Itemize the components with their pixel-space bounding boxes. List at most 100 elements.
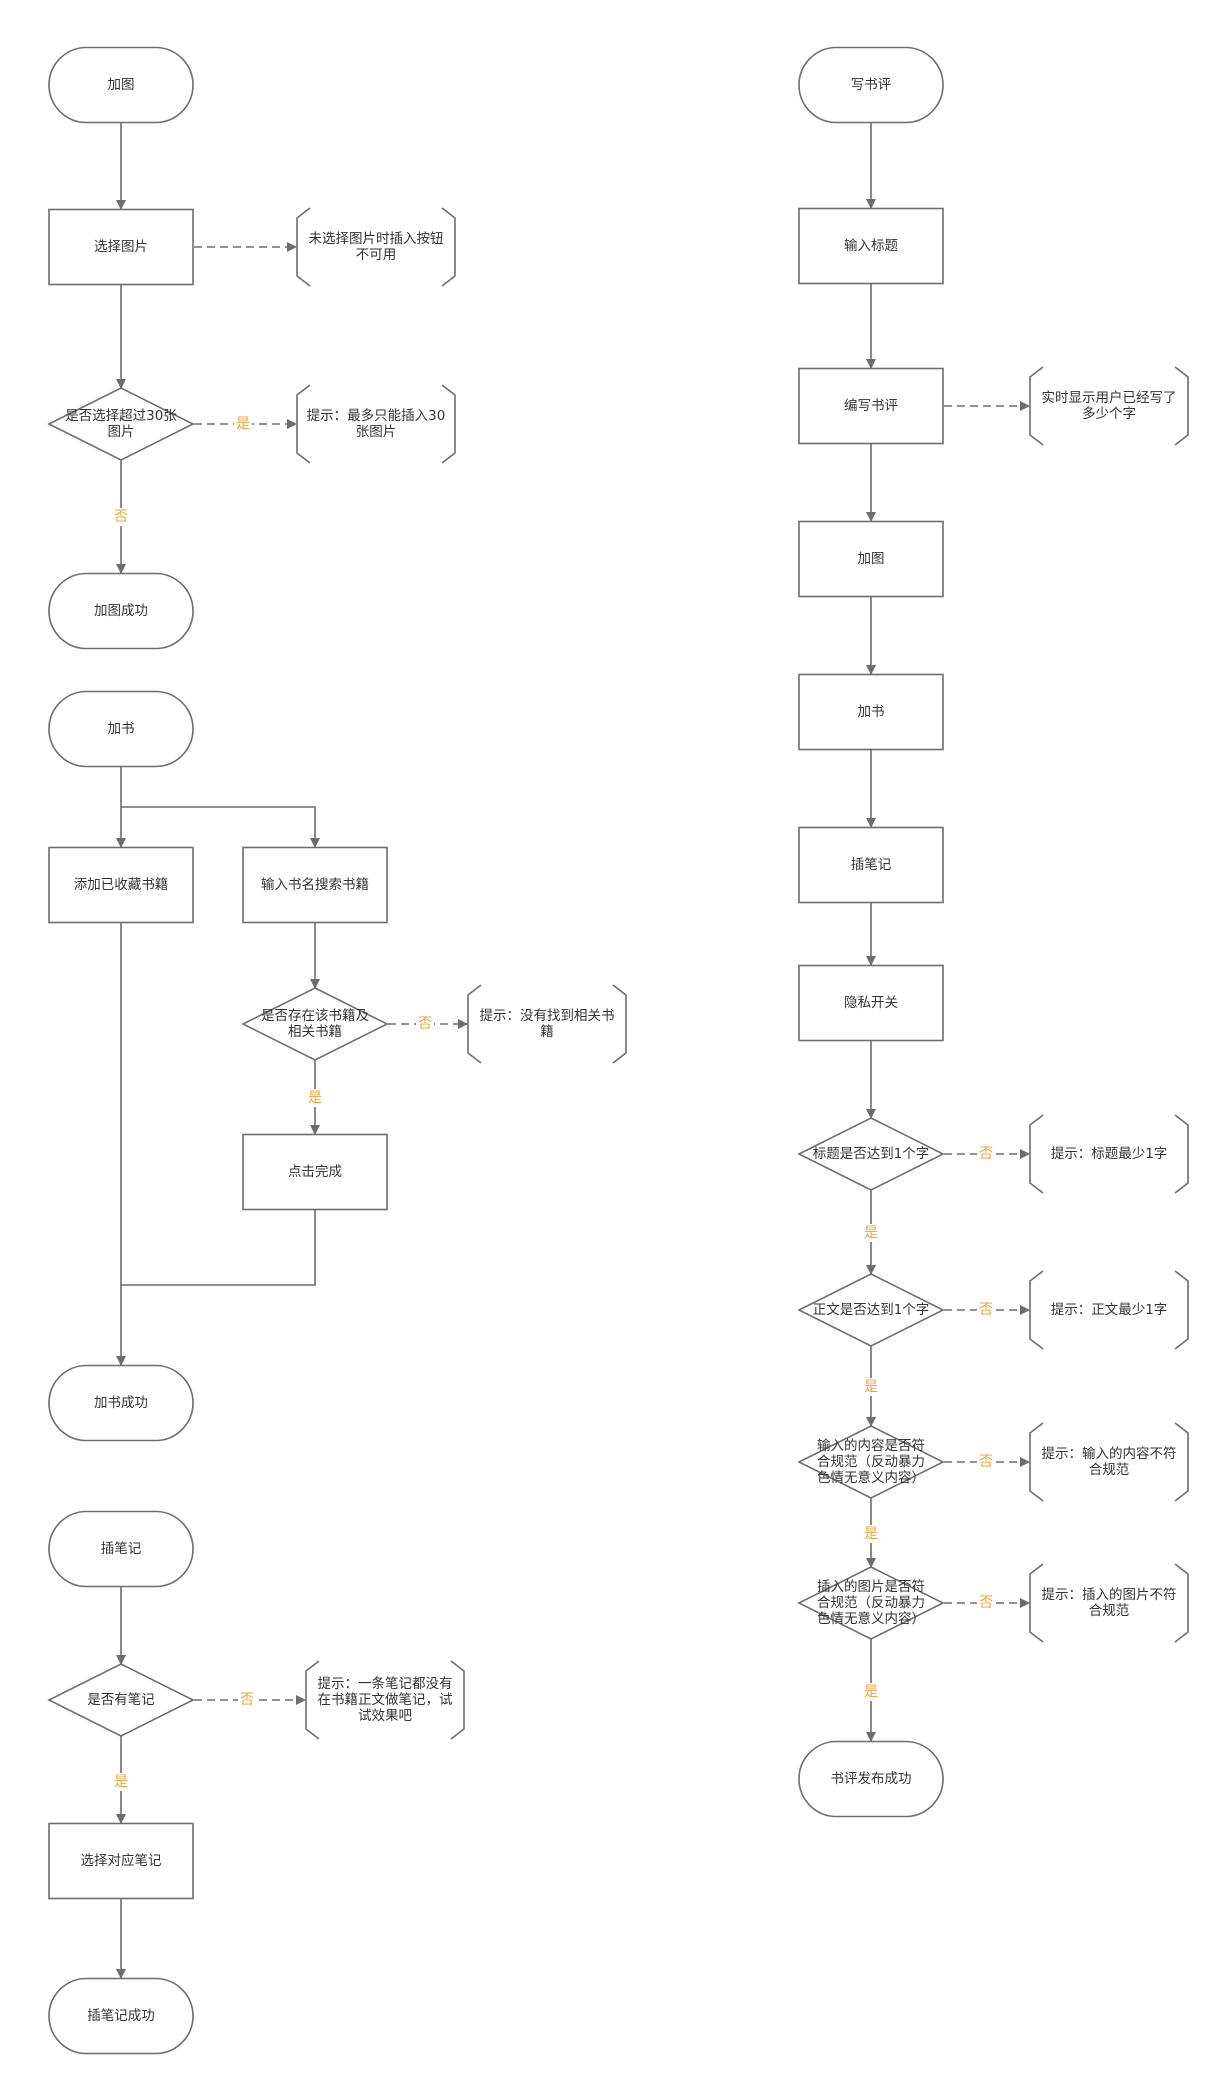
node-label: 书评发布成功 [831, 1771, 912, 1787]
n-search-process: 输入书名搜索书籍 [242, 846, 388, 924]
process-box [48, 1822, 194, 1900]
node-label: 输入的内容是否符 [817, 1437, 925, 1454]
bracket-right [1174, 366, 1189, 446]
process-box [48, 846, 194, 924]
node-label: 隐私开关 [844, 995, 898, 1011]
node-label: 加图成功 [94, 603, 148, 619]
edge-label: 是 [864, 1526, 878, 1542]
edge-label-bg [977, 1453, 995, 1471]
nodes-layer: 加图选择图片未选择图片时插入按钮不可用是否选择超过30张图片提示：最多只能插入3… [47, 46, 1189, 2055]
node-label: 籍 [540, 1023, 554, 1040]
n-addnote-terminal: 插笔记 [48, 1510, 194, 1588]
bracket-right [1174, 1422, 1189, 1502]
n-hasnote-decision: 是否有笔记 [47, 1663, 195, 1737]
edge-label-bg [862, 1525, 880, 1543]
edge-label: 是 [864, 1379, 878, 1395]
node-label: 标题是否达到1个字 [813, 1146, 930, 1162]
node-label: 合规范 [1089, 1603, 1130, 1619]
terminal-shape [48, 46, 194, 124]
r-start-terminal: 写书评 [798, 46, 944, 124]
node-label: 是否选择超过30张 [65, 408, 177, 424]
node-label: 是否有笔记 [87, 1692, 155, 1708]
bracket-right [1174, 1270, 1189, 1350]
node-label: 写书评 [851, 77, 892, 93]
edge-label: 否 [979, 1302, 993, 1318]
process-box [798, 673, 944, 751]
node-label: 选择图片 [94, 239, 148, 255]
node-label: 提示：没有找到相关书 [480, 1008, 615, 1024]
bracket-right [1174, 1563, 1189, 1643]
edge-solid [121, 806, 320, 848]
terminal-shape [48, 1364, 194, 1442]
decision-diamond [241, 987, 389, 1061]
edge-label: 是 [236, 416, 250, 432]
node-label: 加书 [858, 704, 885, 720]
n-selnote-process: 选择对应笔记 [48, 1822, 194, 1900]
flow-add-book: 加书添加已收藏书籍输入书名搜索书籍是否存在该书籍及相关书籍提示：没有找到相关书籍… [48, 690, 627, 1442]
node-label: 插笔记成功 [87, 2008, 155, 2024]
r-title-process: 输入标题 [798, 207, 944, 285]
edge-label-bg [234, 415, 252, 433]
n-addimg-terminal: 加图 [48, 46, 194, 124]
edge-label-bg [977, 1301, 995, 1319]
node-label: 色情无意义内容） [817, 1469, 925, 1486]
node-label: 提示：插入的图片不符 [1042, 1587, 1177, 1603]
node-label: 编写书评 [844, 398, 898, 414]
bracket-right [612, 984, 627, 1064]
terminal-shape [48, 690, 194, 768]
node-label: 提示：输入的内容不符 [1042, 1445, 1177, 1462]
decision-diamond [47, 387, 195, 461]
n-selimg-process: 选择图片 [48, 208, 194, 286]
bracket-right [441, 207, 456, 287]
decision-diamond [797, 1566, 945, 1640]
bracket-right [1174, 1114, 1189, 1194]
node-label: 试效果吧 [358, 1708, 412, 1724]
decision-diamond [47, 1663, 195, 1737]
node-label: 插笔记 [101, 1541, 142, 1557]
bracket-left [1029, 1114, 1044, 1194]
edge-label: 否 [979, 1595, 993, 1611]
bracket-left [1029, 1422, 1044, 1502]
edge-label-bg [238, 1691, 256, 1709]
r-book-process: 加书 [798, 673, 944, 751]
node-label: 输入标题 [844, 238, 898, 254]
node-label: 选择对应笔记 [81, 1852, 162, 1869]
n-addbook-terminal: 加书 [48, 690, 194, 768]
node-label: 合规范 [1089, 1462, 1130, 1478]
node-label: 色情无意义内容） [817, 1610, 925, 1627]
node-label: 多少个字 [1082, 405, 1136, 422]
r-img-process: 加图 [798, 520, 944, 598]
process-box [798, 964, 944, 1042]
process-box [242, 846, 388, 924]
process-box [798, 367, 944, 445]
bracket-left [467, 984, 482, 1064]
bracket-left [305, 1660, 320, 1740]
node-label: 未选择图片时插入按钮 [309, 231, 444, 247]
node-label: 相关书籍 [288, 1023, 342, 1040]
n-done-process: 点击完成 [242, 1133, 388, 1211]
edge-label: 否 [418, 1016, 432, 1032]
bracket-left [296, 384, 311, 464]
edge-label-bg [862, 1683, 880, 1701]
node-label: 提示：标题最少1字 [1051, 1146, 1168, 1162]
edge-label-bg [112, 508, 130, 526]
r-write-process: 编写书评 [798, 367, 944, 445]
r-h2-bracket: 提示：正文最少1字 [1029, 1270, 1189, 1350]
process-box [48, 208, 194, 286]
r-ok-terminal: 书评发布成功 [798, 1740, 944, 1818]
node-label: 在书籍正文做笔记，试 [318, 1691, 453, 1708]
node-label: 不可用 [356, 247, 397, 263]
node-label: 加图 [858, 551, 885, 567]
